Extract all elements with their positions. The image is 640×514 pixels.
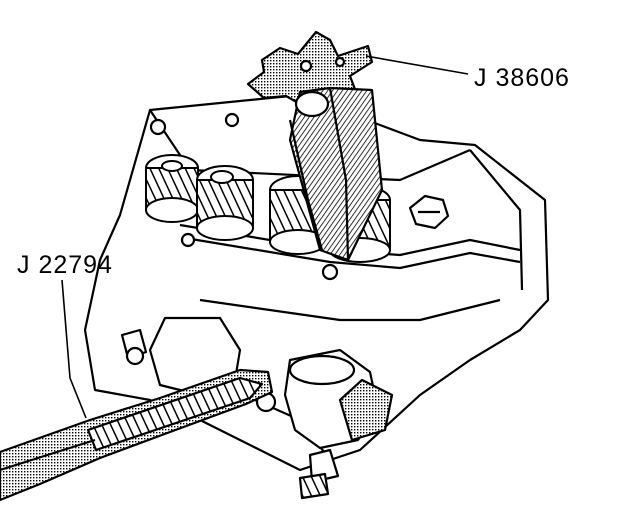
spring-compressor-tool [246,30,384,262]
callout-label-j38606: J 38606 [474,64,570,92]
leader-lines [61,55,469,419]
injector-fitting [120,316,394,500]
callout-label-j22794: J 22794 [17,251,113,279]
hose-tool [0,368,274,502]
